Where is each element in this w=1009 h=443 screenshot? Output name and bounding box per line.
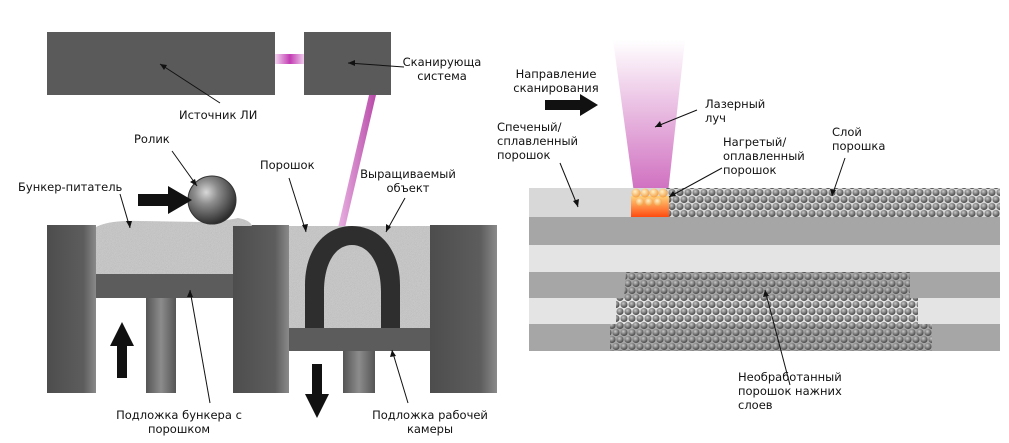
label-unprocessed-powder: Необработанный порошок нажних слоев xyxy=(738,370,842,412)
label-sintered-powder: Спеченый/ сплавленный порошок xyxy=(497,120,578,162)
label-roller: Ролик xyxy=(134,132,170,146)
grown-object xyxy=(305,226,400,328)
label-scan-direction-line2: сканирования xyxy=(513,81,599,95)
label-scanning-system-line1: Сканирующа xyxy=(402,55,482,69)
left-callout-arrowheads xyxy=(126,60,396,357)
scan-direction-arrow xyxy=(545,94,598,116)
label-grown-object: Выращиваемый объект xyxy=(356,167,460,195)
laser-beam-horizontal xyxy=(275,54,305,64)
scanning-system-box xyxy=(304,32,391,95)
label-powder-layer-line1: Слой xyxy=(832,125,862,139)
laser-source-box xyxy=(47,32,275,95)
heated-balls xyxy=(631,188,668,206)
label-heated-powder-line1: Нагретый/ xyxy=(723,135,787,149)
label-hopper-substrate-line2: порошком xyxy=(147,422,211,436)
left-callouts xyxy=(119,62,409,404)
chamber-piston xyxy=(289,328,430,351)
label-sintered-powder-line3: порошок xyxy=(497,148,551,162)
label-powder-layer-line2: порошка xyxy=(832,139,886,153)
label-heated-powder: Нагретый/ оплавленный порошок xyxy=(723,135,805,177)
label-scan-direction-line1: Направление xyxy=(515,67,597,81)
laser-beam-cone xyxy=(613,40,685,193)
chamber-rod xyxy=(343,351,375,393)
label-chamber-substrate-line1: Подложка рабочей xyxy=(372,408,488,422)
hopper-powder xyxy=(96,218,252,274)
label-grown-object-line2: объект xyxy=(386,181,430,195)
middle-wall xyxy=(233,225,289,393)
label-unprocessed-powder-line2: порошок нажних xyxy=(738,384,842,398)
label-powder-layer: Слой порошка xyxy=(832,125,885,153)
hopper-up-arrow xyxy=(110,322,134,378)
right-wall xyxy=(430,225,497,393)
label-sintered-powder-line1: Спеченый/ xyxy=(497,120,562,134)
left-wall xyxy=(47,225,96,393)
label-chamber-substrate-line2: камеры xyxy=(406,422,454,436)
label-hopper-substrate-line1: Подложка бункера с xyxy=(116,408,242,422)
label-laser-beam: Лазерный луч xyxy=(705,97,765,125)
label-grown-object-line1: Выращиваемый xyxy=(360,167,456,181)
label-heated-powder-line3: порошок xyxy=(723,163,777,177)
chamber-down-arrow xyxy=(305,364,329,418)
label-unprocessed-powder-line1: Необработанный xyxy=(738,370,842,384)
label-feed-hopper: Бункер-питатель xyxy=(18,180,123,194)
label-scanning-system-line2: система xyxy=(417,69,467,83)
label-sintered-powder-line2: сплавленный xyxy=(497,134,579,148)
label-laser-beam-line2: луч xyxy=(705,111,726,125)
layers-stack xyxy=(529,188,1000,351)
label-heated-powder-line2: оплавленный xyxy=(723,149,805,163)
right-callout-arrowheads xyxy=(573,121,836,297)
label-scanning-system: Сканирующа система xyxy=(402,55,482,83)
label-powder: Порошок xyxy=(260,158,315,172)
label-unprocessed-powder-line3: слоев xyxy=(738,398,773,412)
roller-push-arrow xyxy=(138,186,192,214)
label-scan-direction: Направление сканирования xyxy=(500,67,612,95)
label-laser-source: Источник ЛИ xyxy=(179,108,258,122)
label-chamber-substrate: Подложка рабочей камеры xyxy=(360,408,500,436)
label-hopper-substrate: Подложка бункера с порошком xyxy=(104,408,254,436)
hopper-rod xyxy=(146,298,176,393)
right-callouts xyxy=(559,109,846,386)
hopper-piston xyxy=(96,274,233,298)
laser-beam-diagonal xyxy=(337,95,376,232)
label-laser-beam-line1: Лазерный xyxy=(705,97,766,111)
